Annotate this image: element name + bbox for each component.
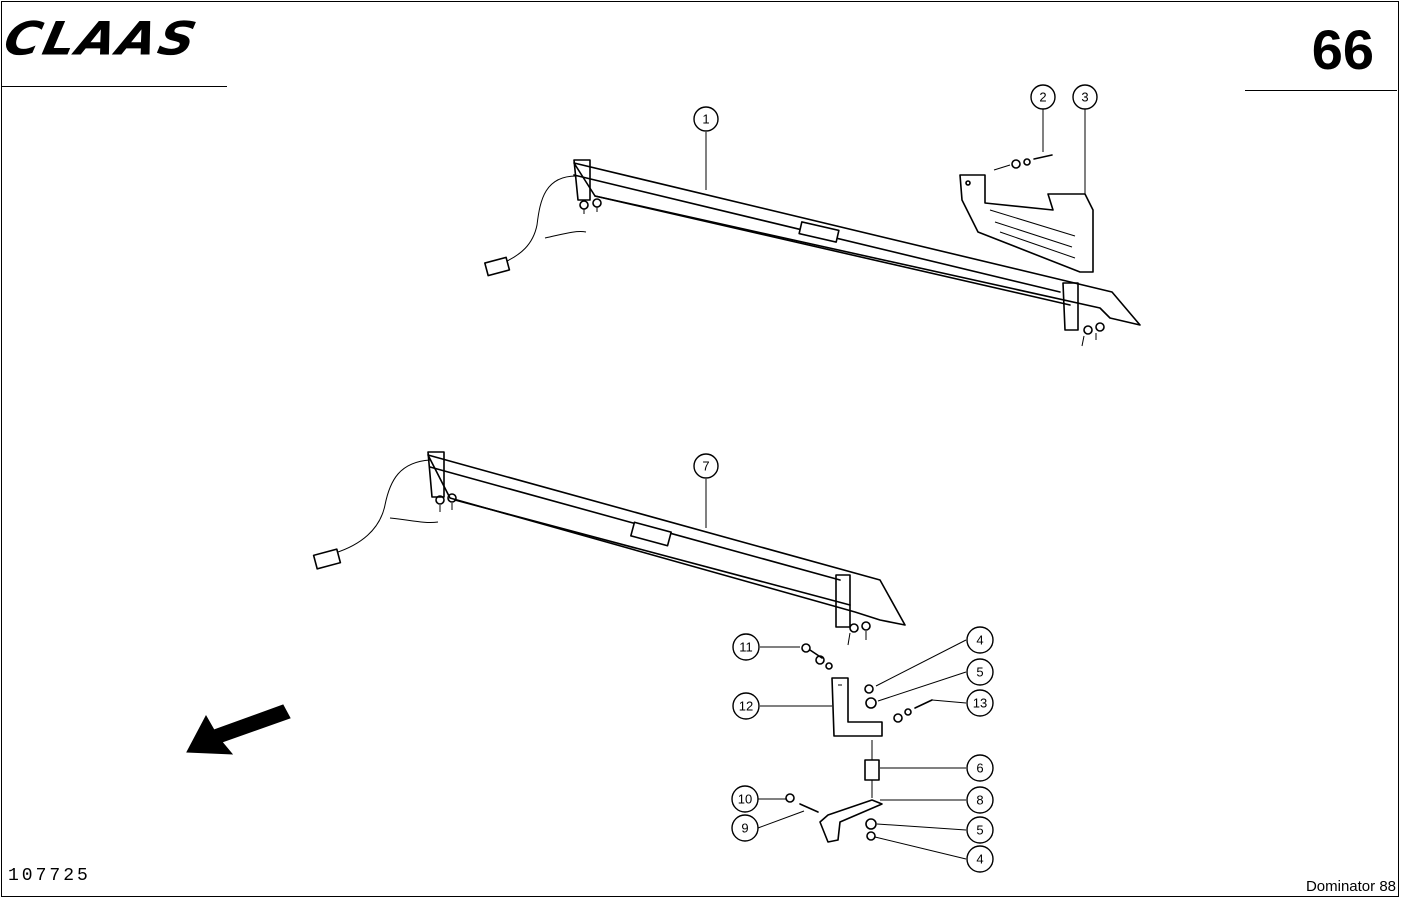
svg-text:7: 7: [702, 459, 709, 474]
cover-plate-3: [959, 154, 1094, 273]
callout-11: 11: [732, 633, 760, 661]
svg-text:4: 4: [976, 633, 983, 648]
page-number: 66: [1311, 18, 1374, 81]
callout-8: 8: [966, 786, 994, 814]
svg-text:6: 6: [976, 761, 983, 776]
svg-text:13: 13: [973, 696, 987, 711]
callout-10: 10: [731, 785, 759, 813]
callout-5-upper: 5: [966, 658, 994, 686]
model-name: Dominator 88: [1305, 878, 1396, 895]
callout-5-lower: 5: [966, 816, 994, 844]
callout-3: 3: [1072, 84, 1098, 110]
callout-7: 7: [693, 453, 719, 479]
svg-text:5: 5: [976, 665, 983, 680]
document-number: 107725: [8, 866, 91, 886]
svg-text:8: 8: [976, 793, 983, 808]
callout-6: 6: [966, 754, 994, 782]
light-bar-lower: [312, 451, 906, 646]
svg-text:10: 10: [738, 792, 752, 807]
mounting-hardware-detail: [785, 643, 933, 843]
callout-4-upper: 4: [966, 626, 994, 654]
svg-text:9: 9: [741, 821, 748, 836]
header-rule-left: [2, 86, 227, 87]
svg-text:4: 4: [976, 852, 983, 867]
direction-arrow-icon: [186, 704, 291, 755]
light-bar-upper: [484, 159, 1141, 347]
svg-text:12: 12: [739, 699, 753, 714]
callout-12: 12: [732, 692, 760, 720]
svg-text:5: 5: [976, 823, 983, 838]
leader-lines: [705, 109, 1086, 860]
svg-text:2: 2: [1039, 90, 1046, 105]
callout-9: 9: [731, 814, 759, 842]
callout-1: 1: [693, 106, 719, 132]
svg-text:3: 3: [1081, 90, 1088, 105]
callout-13: 13: [966, 689, 994, 717]
callout-4-lower: 4: [966, 845, 994, 873]
header-rule-right: [1245, 90, 1397, 91]
callout-2: 2: [1030, 84, 1056, 110]
svg-text:11: 11: [739, 640, 753, 655]
svg-text:1: 1: [702, 112, 709, 127]
